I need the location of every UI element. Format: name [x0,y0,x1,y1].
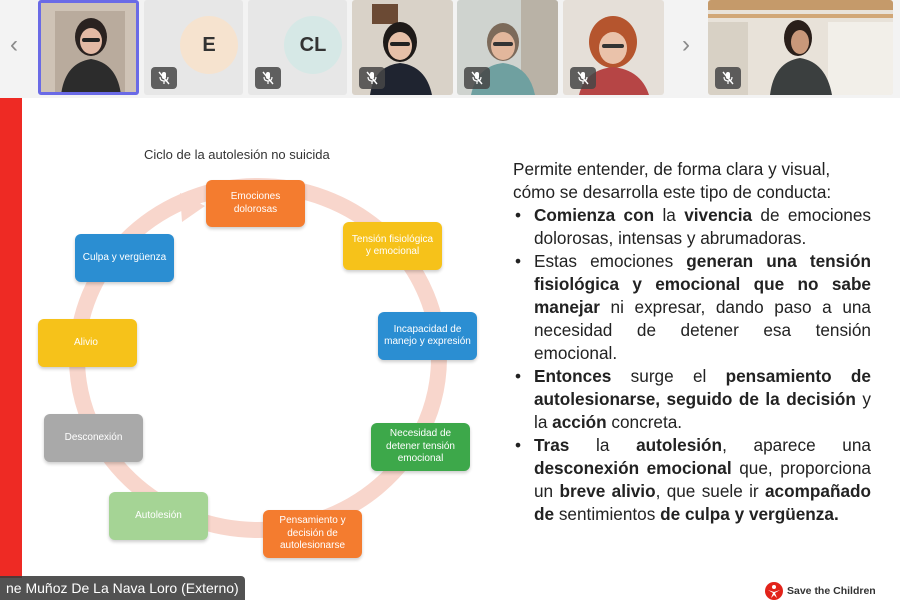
participant-tile-e[interactable]: E [144,0,243,95]
participant-tile-5[interactable] [457,0,558,95]
chevron-left-icon[interactable]: ‹ [10,31,18,58]
bullet-text-run: generan una tensión fisiológica y emocio… [534,251,871,317]
bullet-text-run: Entonces [534,366,612,386]
participant-video [708,0,893,95]
shared-screen: Ciclo de la autolesión no suicida Emocio… [0,98,900,600]
bullet-text-run: , aparece una [722,435,871,455]
mic-off-icon [151,67,177,89]
mic-off-icon [255,67,281,89]
participant-strip: ‹ E CL [0,0,900,98]
cycle-step-tension: Tensión fisiológica y emocional [343,222,442,270]
bullet-text-run: que, proporciona un [534,458,871,501]
slide-description: Permite entender, de forma clara y visua… [513,158,871,526]
bullet-text-run: y la [534,389,871,432]
bullet-text-run: acompañado de [534,481,871,524]
save-the-children-logo-icon [765,582,783,600]
participant-tile-active-speaker[interactable] [38,0,139,95]
cycle-step-emociones: Emociones dolorosas [206,180,305,227]
participant-tile-6[interactable] [563,0,664,95]
avatar: E [180,16,238,74]
logo-text: Save the Children [787,585,876,597]
bullet-text-run: sentimientos [554,504,661,524]
bullet-text-run: vivencia [684,205,753,225]
cycle-step-alivio: Alivio [38,319,137,367]
cycle-step-autolesion: Autolesión [109,492,208,540]
chevron-right-icon[interactable]: › [682,31,690,58]
bullet-text-run: desconexión emocional [534,458,732,478]
avatar: CL [284,16,342,74]
diagram-title: Ciclo de la autolesión no suicida [144,147,330,162]
mic-off-icon [359,67,385,89]
mic-off-icon [715,67,741,89]
bullet-text-run: autolesión [636,435,723,455]
cycle-step-pensamiento: Pensamiento y decisión de autolesionarse [263,510,362,558]
participant-video [55,11,125,92]
cycle-step-culpa: Culpa y vergüenza [75,234,174,282]
bullet-text-run: surge el [611,366,726,386]
bullet-text-run: , que suele ir [655,481,765,501]
cycle-step-desconexion: Desconexión [44,414,143,462]
participant-video [579,16,649,95]
bullet-text-run: ni expresar, dando paso a una necesidad … [534,297,871,363]
bullet-item: Estas emociones generan una tensión fisi… [513,250,871,365]
bullet-text-run: de culpa y vergüenza. [660,504,839,524]
bullet-text-run: acción [552,412,607,432]
participant-video [370,4,432,95]
cycle-step-necesidad: Necesidad de detener tensión emocional [371,423,470,471]
logo: Save the Children [765,582,876,600]
mic-off-icon [464,67,490,89]
speaker-name-label: ne Muñoz De La Nava Loro (Externo) [0,576,245,600]
bullet-text-run: la [654,205,685,225]
cycle-step-incapacidad: Incapacidad de manejo y expresión [378,312,477,360]
bullet-text-run: Tras [534,435,570,455]
participant-tile-7[interactable] [708,0,893,95]
slide-accent-bar [0,98,22,578]
bullet-text-run: Comienza con [534,205,655,225]
participant-tile-4[interactable] [352,0,453,95]
mic-off-icon [570,67,596,89]
bullet-text-run: la [569,435,637,455]
bullet-item: Comienza con la vivencia de emociones do… [513,204,871,250]
description-intro: Permite entender, de forma clara y visua… [513,159,832,202]
bullet-item: Tras la autolesión, aparece una desconex… [513,434,871,526]
description-bullets: Comienza con la vivencia de emociones do… [513,204,871,526]
bullet-item: Entonces surge el pensamiento de autoles… [513,365,871,434]
bullet-text-run: breve alivio [559,481,656,501]
bullet-text-run: Estas emociones [534,251,687,271]
bullet-text-run: concreta. [606,412,683,432]
bullet-text-run: de emociones dolorosas, intensas y abrum… [534,205,871,248]
bullet-text-run: pensamiento de autolesionarse, seguido d… [534,366,871,409]
participant-tile-cl[interactable]: CL [248,0,347,95]
